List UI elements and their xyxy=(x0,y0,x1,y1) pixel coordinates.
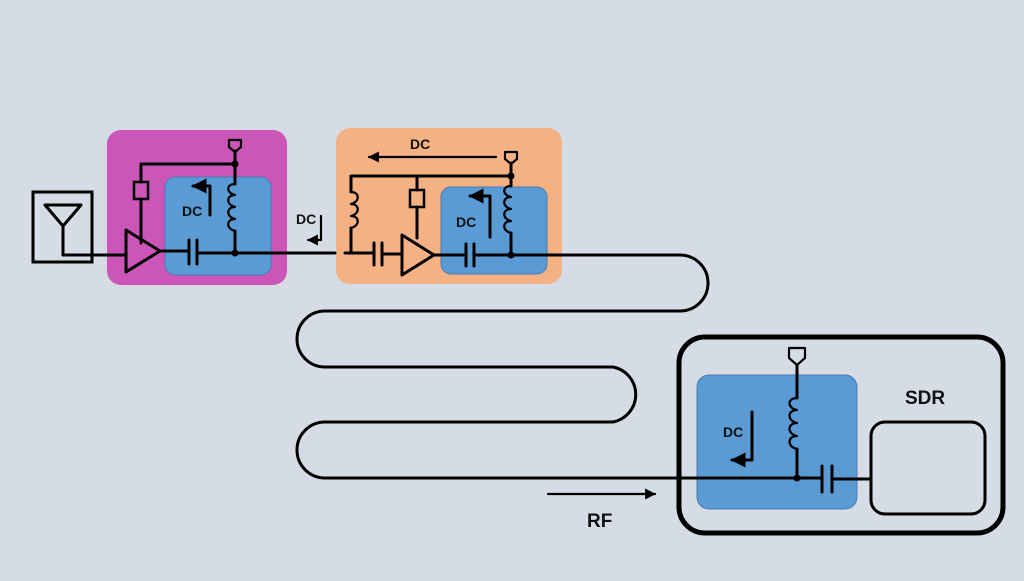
dc-label-between-stages: DC xyxy=(296,211,316,227)
sdr-inductor-icon xyxy=(788,396,799,451)
dc-label-stage2: DC xyxy=(456,214,476,230)
stage2-circuit xyxy=(343,150,582,277)
stage1-circuit xyxy=(124,138,337,274)
stage2-dc-port-icon xyxy=(503,150,519,166)
sdr-dc-port-icon xyxy=(787,346,807,367)
dc-label-stage2-top: DC xyxy=(410,136,430,152)
stage1-amplifier-icon xyxy=(124,228,162,274)
sdr-label: SDR xyxy=(905,388,945,409)
stage2-input-inductor-icon xyxy=(349,190,359,230)
stage2-inductor-icon xyxy=(503,184,513,235)
stage1-inductor-icon xyxy=(227,182,237,233)
stage1-capacitor-icon xyxy=(187,238,199,266)
stage1-bias-tee-box xyxy=(164,176,272,276)
sdr-bias-tee-circuit xyxy=(730,346,873,494)
stage2-bias-tee-box xyxy=(440,186,548,275)
sdr-capacitor-icon xyxy=(820,464,834,494)
rf-label: RF xyxy=(587,511,612,532)
stage2-capacitor-in-icon xyxy=(372,241,384,267)
dc-label-sdr: DC xyxy=(723,424,743,440)
dc-label-stage1: DC xyxy=(182,203,202,219)
sdr-enclosure xyxy=(676,334,1006,536)
sdr-bias-tee-box xyxy=(696,374,858,510)
sdr-box xyxy=(869,420,987,516)
antenna-icon xyxy=(31,190,127,264)
stage2-capacitor-out-icon xyxy=(464,242,476,268)
stage1-dc-port-icon xyxy=(227,138,243,154)
coaxial-cable xyxy=(295,253,822,480)
stage2-amplifier-icon xyxy=(400,233,436,277)
